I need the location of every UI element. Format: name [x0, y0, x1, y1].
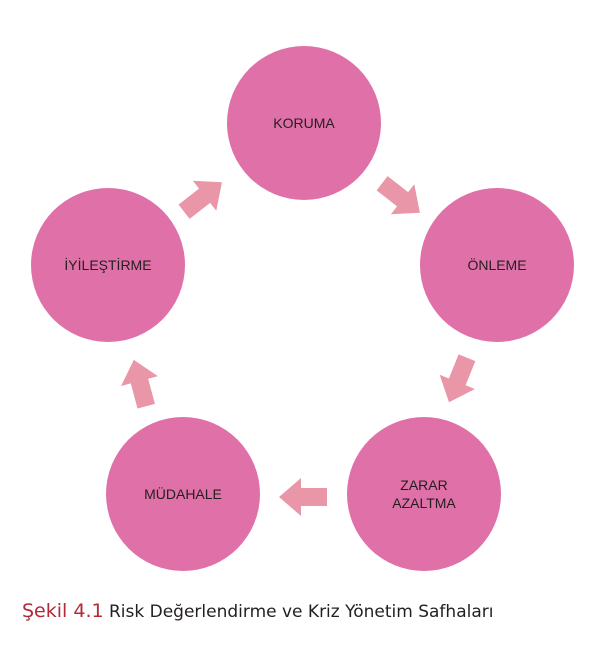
- node-label: AZALTMA: [392, 495, 456, 511]
- arrow-mudahale-to-iyilestirme-icon: [121, 359, 158, 409]
- node-label: ZARAR: [400, 477, 447, 493]
- arrow-iyilestirme-to-koruma-icon: [178, 180, 222, 219]
- node-koruma: KORUMA: [227, 46, 381, 200]
- node-zarar-azaltma: ZARAR AZALTMA: [347, 417, 501, 571]
- node-label: KORUMA: [273, 115, 335, 131]
- arrow-zarar-azaltma-to-mudahale-icon: [279, 478, 327, 516]
- node-circle: [420, 188, 574, 342]
- arrow-onleme-to-zarar-azaltma-icon: [439, 354, 476, 403]
- node-mudahale: MÜDAHALE: [106, 417, 260, 571]
- node-label: İYİLEŞTİRME: [64, 256, 151, 273]
- node-circle: [227, 46, 381, 200]
- arrow-koruma-to-onleme-icon: [376, 176, 420, 215]
- figure-caption: Şekil 4.1 Risk Değerlendirme ve Kriz Yön…: [22, 600, 493, 622]
- node-label: ÖNLEME: [467, 256, 526, 273]
- node-label: MÜDAHALE: [144, 485, 222, 502]
- figure-number: Şekil 4.1: [22, 600, 104, 622]
- node-circle: [31, 188, 185, 342]
- node-onleme: ÖNLEME: [420, 188, 574, 342]
- node-circle: [106, 417, 260, 571]
- figure-title: Risk Değerlendirme ve Kriz Yönetim Safha…: [108, 602, 494, 622]
- node-circle: [347, 417, 501, 571]
- node-iyilestirme: İYİLEŞTİRME: [31, 188, 185, 342]
